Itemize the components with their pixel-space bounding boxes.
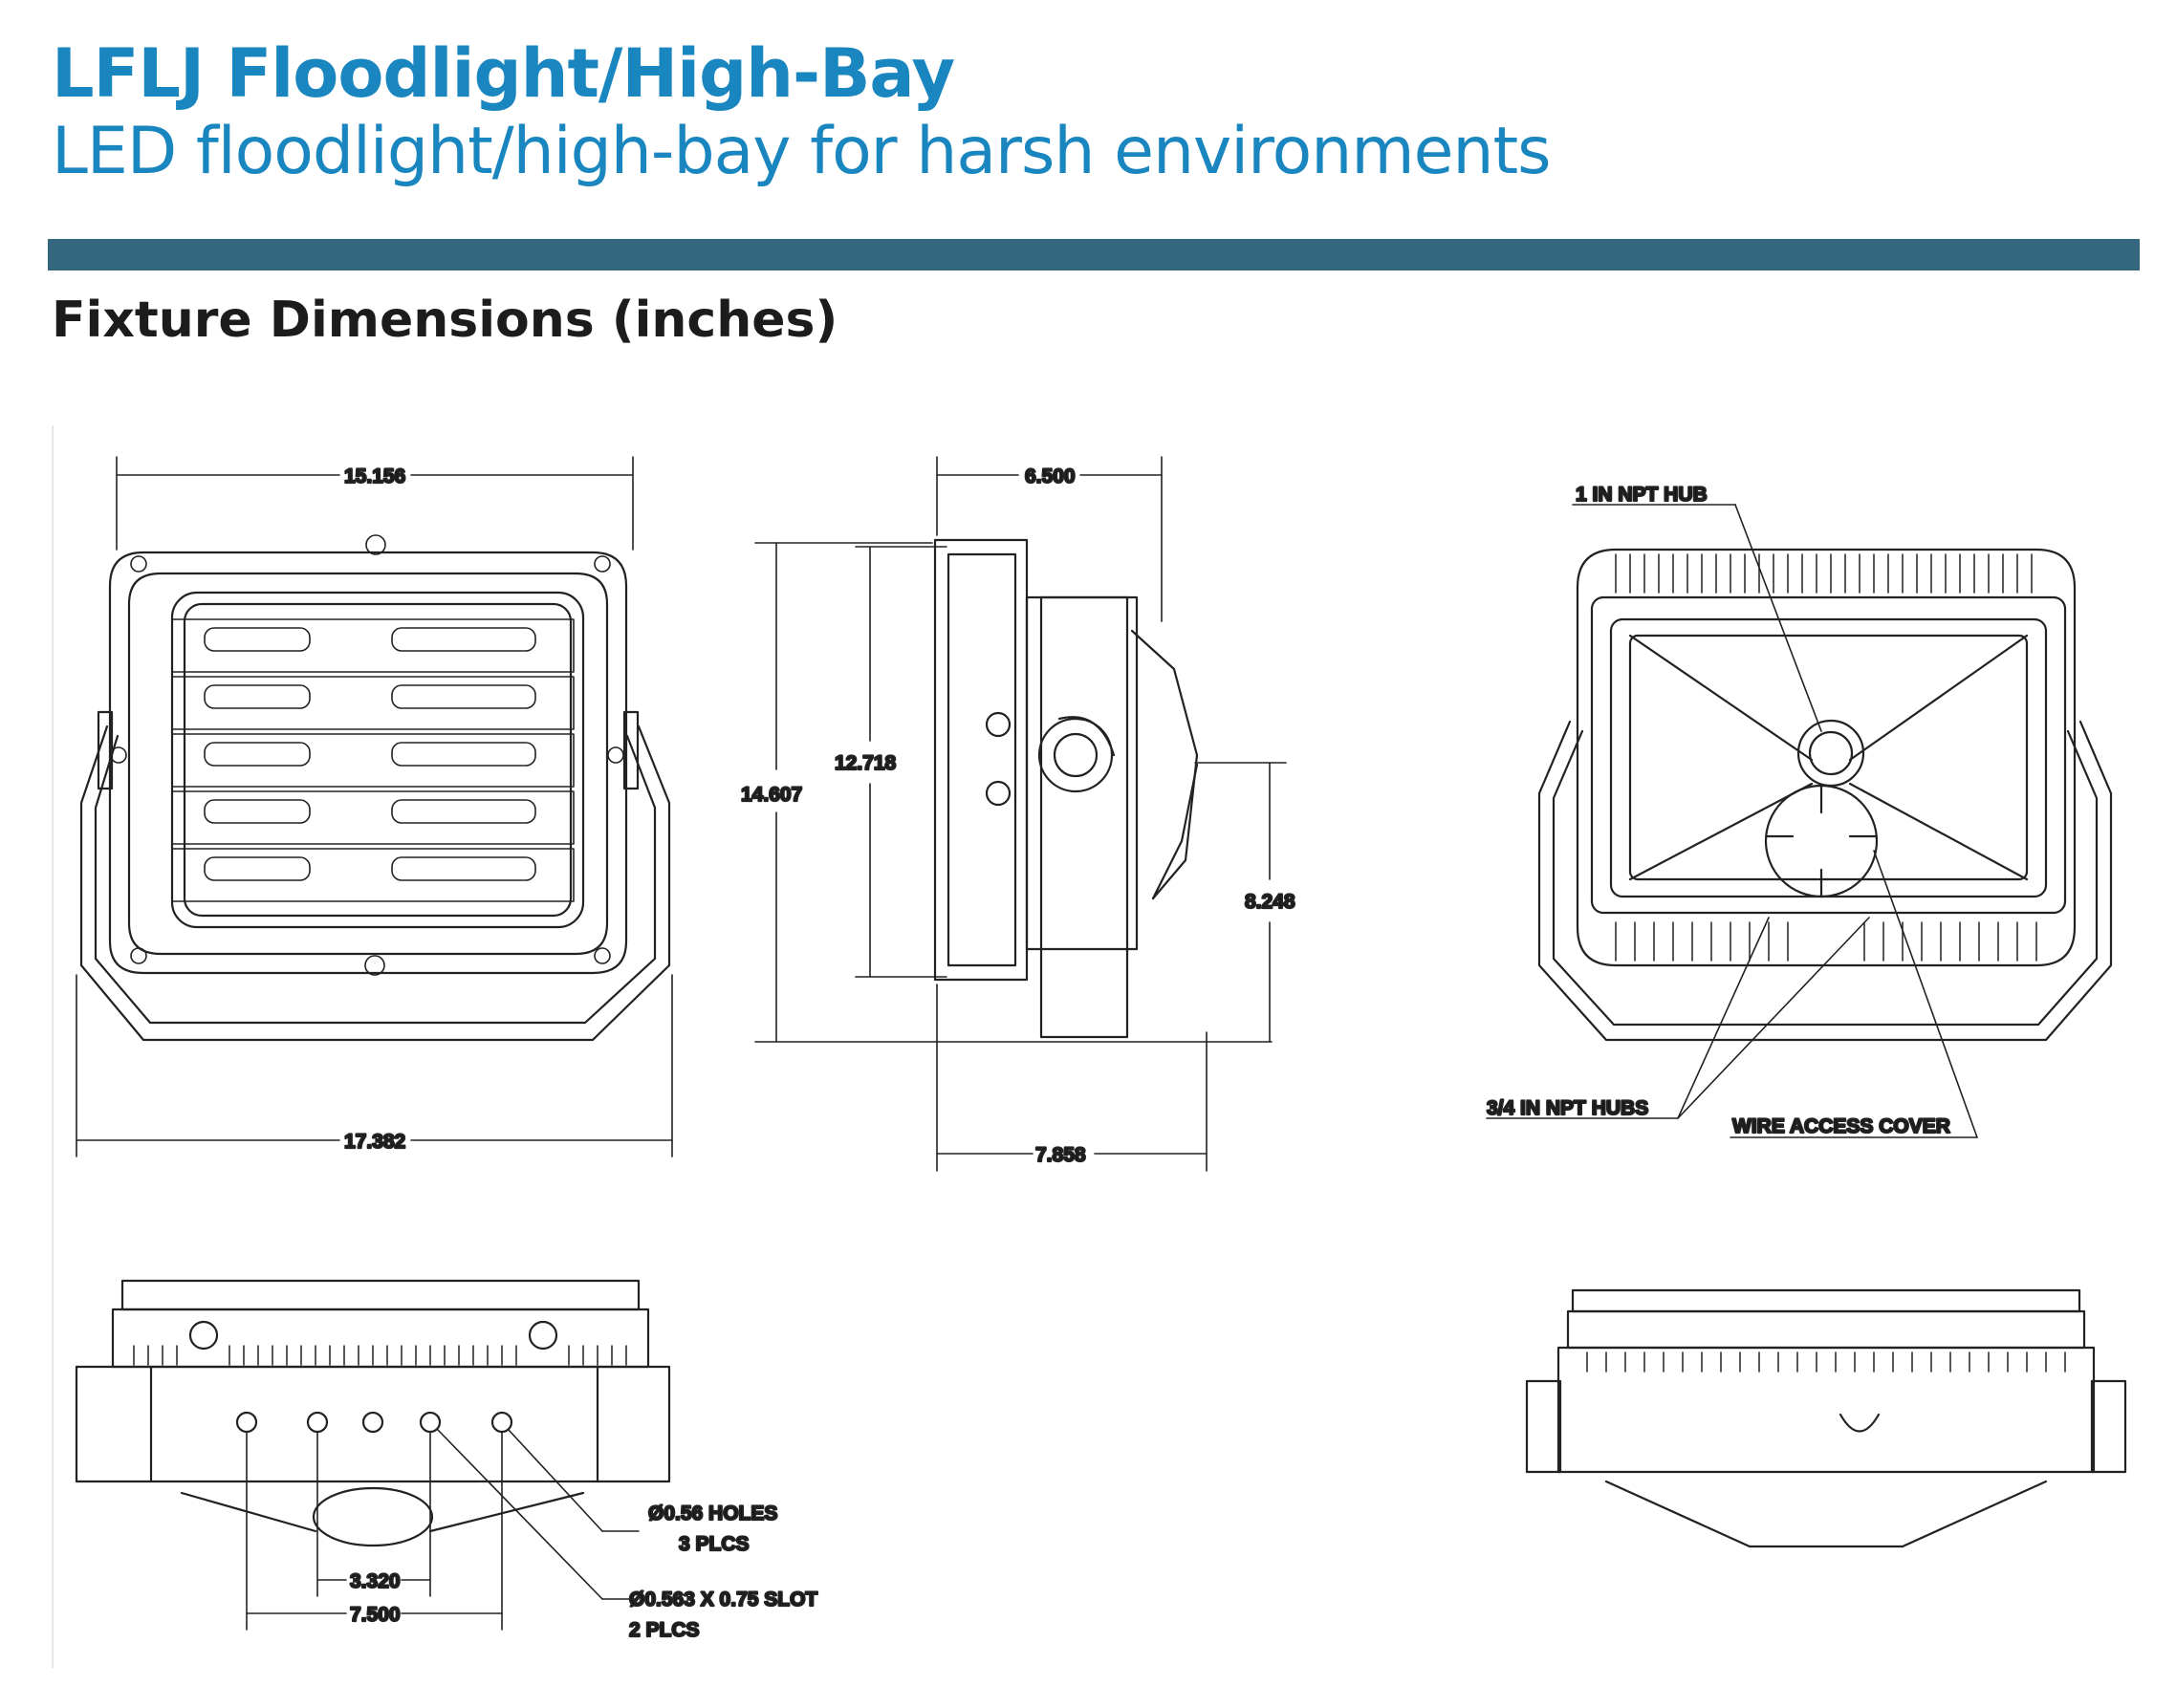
rear-hub-label: 1 IN NPT HUB bbox=[1576, 484, 1708, 506]
rear-view: 1 IN NPT HUB 3/4 IN NPT HUBS WIRE ACCESS… bbox=[1486, 483, 2113, 1138]
bottom-dimension-lines bbox=[246, 1429, 640, 1631]
rear-fins bbox=[1615, 553, 2037, 962]
side-view: 6.500 14.607 12.718 8.248 7.858 bbox=[740, 456, 1296, 1172]
side-body bbox=[933, 538, 1199, 1039]
front-led-modules bbox=[110, 534, 624, 976]
side-mount-height: 8.248 bbox=[1245, 891, 1295, 913]
front-view: 15.156 17.382 bbox=[76, 456, 673, 1157]
rear-cover-label: WIRE ACCESS COVER bbox=[1732, 1115, 1950, 1137]
page-subtitle: LED floodlight/high-bay for harsh enviro… bbox=[52, 114, 1552, 189]
bottom-view: Ø0.56 HOLES 3 PLCS Ø0.563 X 0.75 SLOT 2 … bbox=[75, 1279, 819, 1642]
side-bottom-depth: 7.858 bbox=[1035, 1144, 1086, 1166]
bottom-slot-label: Ø0.563 X 0.75 SLOT bbox=[629, 1589, 817, 1611]
rear-hubs-label: 3/4 IN NPT HUBS bbox=[1487, 1097, 1648, 1119]
side-top-depth: 6.500 bbox=[1025, 465, 1076, 487]
bottom-holes-count: 3 PLCS bbox=[679, 1533, 750, 1555]
bottom-rear-fins bbox=[1586, 1351, 2066, 1373]
section-heading: Fixture Dimensions (inches) bbox=[52, 292, 838, 349]
front-bottom-width: 17.382 bbox=[344, 1131, 405, 1153]
side-face-height: 12.718 bbox=[835, 752, 897, 774]
bottom-holes-label: Ø0.56 HOLES bbox=[648, 1503, 777, 1524]
page-title: LFLJ Floodlight/High-Bay bbox=[52, 34, 955, 113]
rear-housing bbox=[1537, 548, 2113, 1042]
front-top-width: 15.156 bbox=[344, 465, 405, 487]
side-overall-height: 14.607 bbox=[741, 784, 802, 806]
page-margin-line bbox=[52, 425, 54, 1668]
header-divider-bar bbox=[48, 239, 2140, 270]
bottom-rear-view bbox=[1525, 1288, 2127, 1548]
front-dimension-lines bbox=[76, 456, 673, 1157]
bottom-slot-count: 2 PLCS bbox=[629, 1619, 700, 1641]
front-housing bbox=[79, 551, 671, 1042]
bottom-body bbox=[75, 1279, 671, 1547]
side-dimension-lines bbox=[754, 456, 1287, 1172]
bottom-hole-spacing: 7.500 bbox=[350, 1604, 401, 1626]
rear-leader-lines bbox=[1486, 504, 1978, 1138]
bottom-fins bbox=[133, 1345, 627, 1366]
bottom-slot-spacing: 3.320 bbox=[350, 1570, 401, 1592]
